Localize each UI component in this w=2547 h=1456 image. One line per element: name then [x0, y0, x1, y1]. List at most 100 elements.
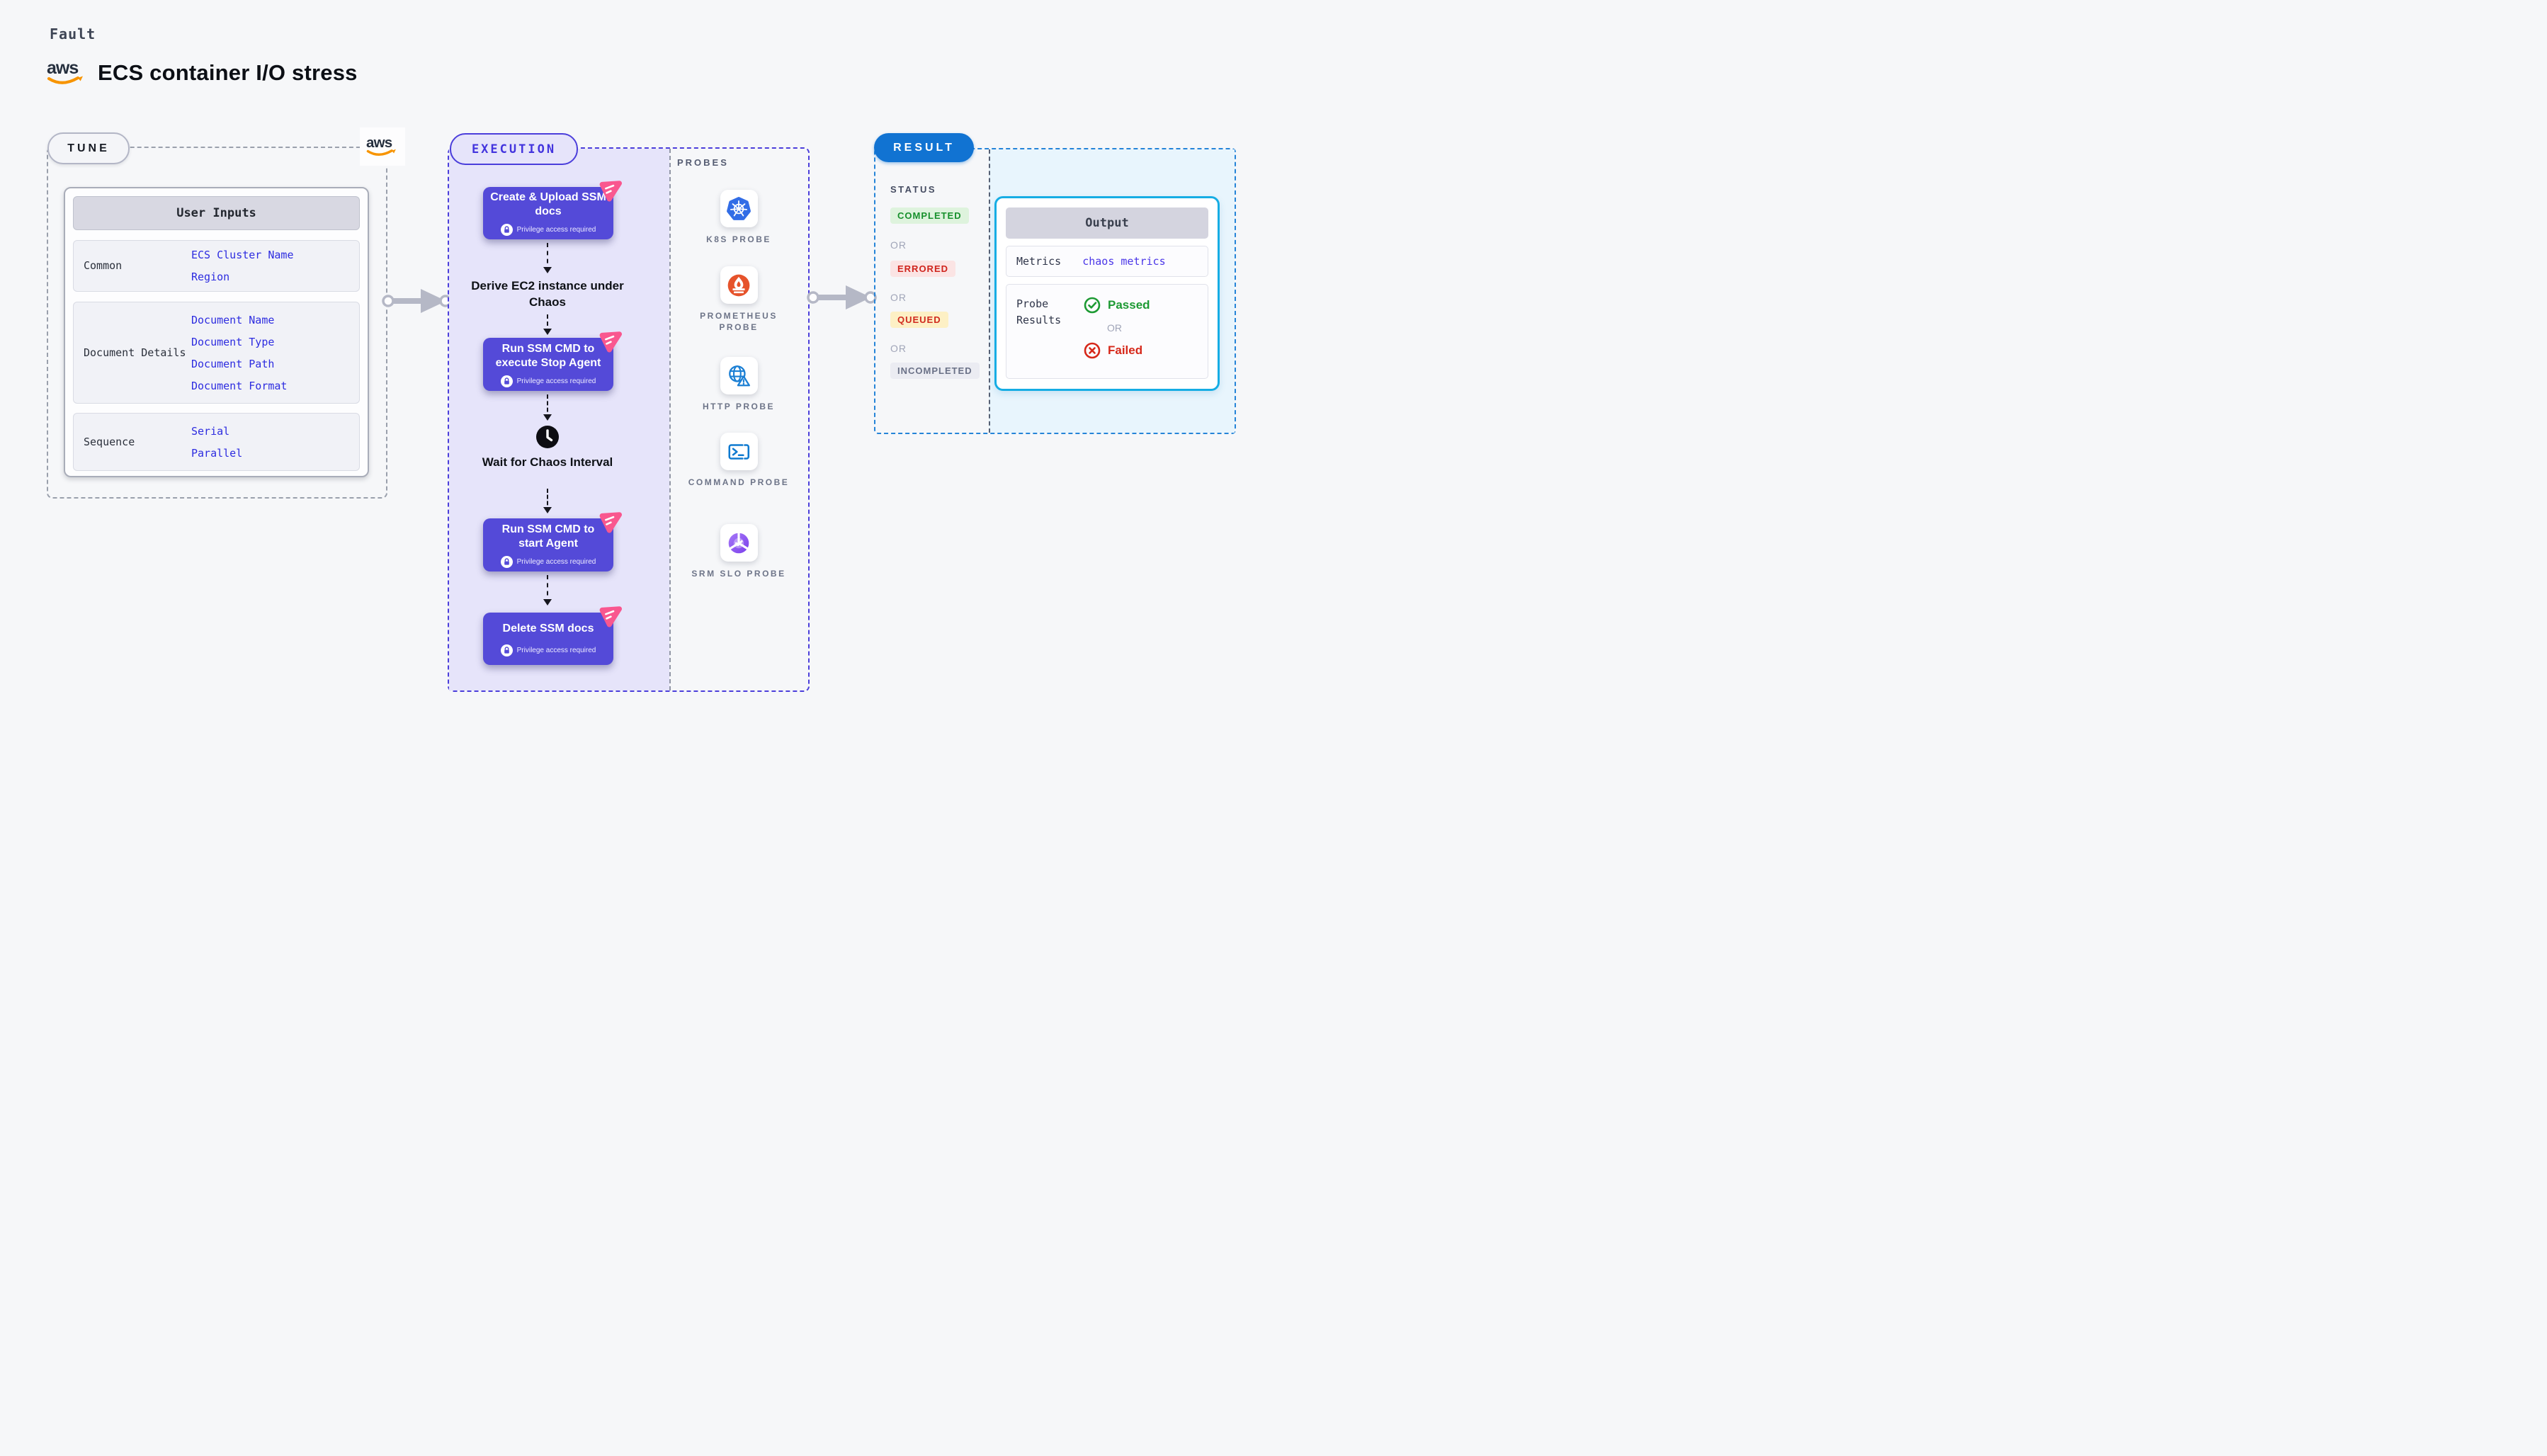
chaos-icon — [597, 329, 623, 355]
row-links: Document Name Document Type Document Pat… — [191, 302, 287, 403]
flow-arrow-down-icon — [543, 575, 552, 605]
privilege-note: Privilege access required — [516, 226, 596, 234]
table-row-document-details: Document Details Document Name Document … — [73, 302, 360, 404]
input-link[interactable]: Serial — [191, 424, 230, 438]
row-label: Document Details — [84, 346, 186, 359]
output-header: Output — [1006, 207, 1208, 239]
lock-icon — [500, 224, 513, 236]
user-inputs-card: User Inputs Common ECS Cluster Name Regi… — [64, 187, 369, 477]
input-link[interactable]: Document Name — [191, 313, 275, 326]
or-separator: OR — [890, 292, 907, 303]
x-circle-icon — [1084, 342, 1101, 359]
step-title: Create & Upload SSM docs — [490, 191, 606, 217]
failed-text: Failed — [1108, 343, 1143, 357]
input-link[interactable]: Region — [191, 271, 230, 283]
page-title: ECS container I/O stress — [98, 60, 358, 85]
input-link[interactable]: Document Path — [191, 357, 275, 370]
diagram-canvas: Fault ECS container I/O stress TUNE User… — [0, 0, 1274, 728]
status-badge-completed: COMPLETED — [890, 207, 969, 224]
tune-section-box — [47, 147, 387, 499]
privilege-row: Privilege access required — [500, 555, 596, 568]
lock-icon — [500, 644, 513, 656]
metrics-value[interactable]: chaos metrics — [1082, 255, 1166, 268]
probe-prometheus: PROMETHEUS PROBE — [682, 266, 795, 333]
probe-results-row: Probe Results Passed OR Failed — [1006, 284, 1208, 379]
probe-k8s: K8S PROBE — [682, 190, 795, 245]
privilege-row: Privilege access required — [500, 375, 596, 387]
status-badge-errored: ERRORED — [890, 261, 956, 277]
probe-label: PROMETHEUS PROBE — [700, 311, 778, 332]
title-row: ECS container I/O stress — [47, 58, 358, 88]
flow-arrow-down-icon — [543, 314, 552, 335]
probe-command: COMMAND PROBE — [682, 433, 795, 488]
table-row-sequence: Sequence Serial Parallel — [73, 413, 360, 471]
step-title: Run SSM CMD to execute Stop Agent — [495, 342, 601, 369]
tune-pill: TUNE — [47, 132, 130, 164]
output-card: Output Metrics chaos metrics Probe Resul… — [994, 196, 1220, 391]
step-run-ssm-cmd-start-agent[interactable]: Run SSM CMD to start Agent Privilege acc… — [483, 518, 613, 571]
status-label: STATUS — [890, 184, 937, 195]
row-label: Common — [84, 259, 123, 272]
step-create-upload-ssm-docs[interactable]: Create & Upload SSM docs Privilege acces… — [483, 187, 613, 239]
fault-category-label: Fault — [50, 25, 96, 42]
or-separator: OR — [890, 343, 907, 354]
kubernetes-icon — [720, 190, 758, 227]
privilege-note: Privilege access required — [516, 646, 596, 654]
row-label: Sequence — [84, 435, 135, 448]
srm-slo-icon — [720, 524, 758, 562]
execution-pill: EXECUTION — [450, 133, 578, 165]
privilege-note: Privilege access required — [516, 377, 596, 385]
probes-divider — [669, 149, 671, 690]
input-link[interactable]: Document Format — [191, 379, 288, 392]
probe-label: HTTP PROBE — [702, 402, 776, 411]
step-title: Delete SSM docs — [502, 622, 594, 635]
or-separator: OR — [890, 239, 907, 251]
row-links: Serial Parallel — [191, 414, 242, 470]
prometheus-icon — [720, 266, 758, 304]
flow-arrow-down-icon — [543, 394, 552, 421]
metrics-label: Metrics — [1016, 254, 1062, 268]
probe-label: K8S PROBE — [706, 234, 771, 244]
chaos-icon — [597, 604, 623, 630]
step-wait-chaos-interval-text: Wait for Chaos Interval — [482, 455, 613, 469]
result-pill: RESULT — [874, 133, 974, 162]
or-separator: OR — [1107, 322, 1122, 334]
probe-result-passed: Passed — [1083, 296, 1150, 314]
privilege-row: Privilege access required — [500, 224, 596, 236]
step-derive-ec2-text: Derive EC2 instance under Chaos — [471, 279, 624, 309]
probe-label: COMMAND PROBE — [688, 477, 790, 487]
check-circle-icon — [1084, 297, 1101, 314]
probe-label: SRM SLO PROBE — [691, 569, 786, 579]
wait-clock-icon — [535, 425, 560, 453]
probe-http: HTTP PROBE — [682, 357, 795, 412]
lock-icon — [500, 555, 513, 568]
aws-logo-icon — [366, 134, 397, 157]
probes-label: PROBES — [677, 157, 729, 168]
aws-logo-icon — [47, 58, 86, 88]
lock-icon — [500, 375, 513, 387]
http-globe-icon — [720, 357, 758, 394]
flow-arrow-right-icon — [382, 289, 452, 313]
probe-results-values: Passed OR Failed — [1083, 296, 1150, 378]
chaos-icon — [597, 178, 623, 204]
step-run-ssm-cmd-stop-agent[interactable]: Run SSM CMD to execute Stop Agent Privil… — [483, 338, 613, 391]
flow-arrow-down-icon — [543, 243, 552, 273]
flow-arrow-right-icon — [807, 285, 877, 309]
chaos-icon — [597, 510, 623, 535]
status-badge-incompleted: INCOMPLETED — [890, 363, 980, 379]
step-title: Run SSM CMD to start Agent — [501, 523, 595, 550]
input-link[interactable]: Document Type — [191, 335, 275, 348]
flow-arrow-down-icon — [543, 489, 552, 513]
row-links: ECS Cluster Name Region — [191, 241, 294, 291]
aws-target-badge — [360, 127, 405, 166]
terminal-icon — [720, 433, 758, 470]
status-badge-queued: QUEUED — [890, 312, 948, 328]
table-row-common: Common ECS Cluster Name Region — [73, 240, 360, 292]
privilege-row: Privilege access required — [500, 644, 596, 656]
probe-results-label: Probe Results — [1016, 297, 1062, 326]
step-delete-ssm-docs[interactable]: Delete SSM docs Privilege access require… — [483, 613, 613, 665]
input-link[interactable]: Parallel — [191, 446, 243, 460]
input-link[interactable]: ECS Cluster Name — [191, 249, 294, 261]
user-inputs-header: User Inputs — [73, 196, 360, 230]
probe-srm-slo: SRM SLO PROBE — [682, 524, 795, 579]
